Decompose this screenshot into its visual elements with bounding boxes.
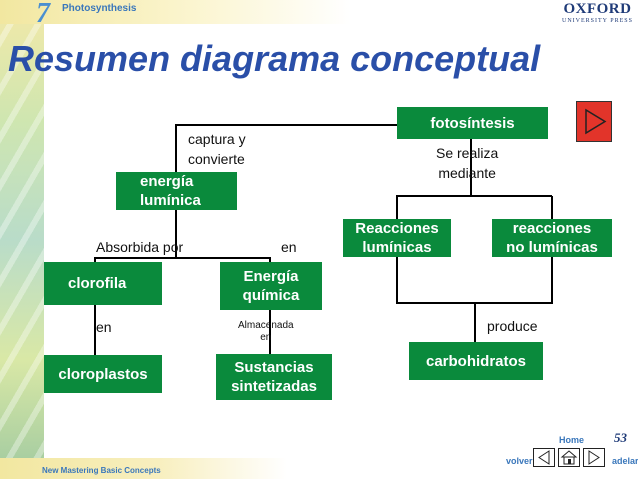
- node-carbohidratos-label: carbohidratos: [425, 352, 527, 370]
- link-se-realiza-line1: Se realiza: [436, 145, 499, 161]
- nav-back-button[interactable]: [533, 448, 555, 467]
- link-se-realiza-line2: mediante: [438, 165, 496, 181]
- node-cloroplastos-label: cloroplastos: [58, 365, 148, 383]
- node-reacciones-no-luminicas: reacciones no lumínicas: [492, 219, 612, 257]
- top-banner: [0, 0, 638, 24]
- link-en-cloroplastos: en: [96, 319, 112, 335]
- page-number: 53: [614, 430, 627, 445]
- node-reacciones-luminicas: Reacciones lumínicas: [343, 219, 451, 257]
- link-produce: produce: [487, 318, 538, 334]
- link-absorbida-por: Absorbida por: [96, 239, 184, 255]
- arrow-left-icon: [538, 450, 550, 465]
- node-sustancias-sintetizadas: Sustancias sintetizadas: [216, 354, 332, 400]
- node-energia-quimica-line2: química: [242, 287, 300, 304]
- line-energia-branches: [94, 210, 177, 262]
- link-captura-line2: convierte: [188, 151, 245, 167]
- node-fotosintesis-label: fotosíntesis: [430, 114, 515, 132]
- chapter-title: Photosynthesis: [62, 3, 137, 14]
- chapter-number: 7: [36, 0, 50, 29]
- node-energia-luminica-label: energía lumínica: [140, 172, 201, 210]
- node-clorofila-label: clorofila: [68, 275, 127, 292]
- node-reacciones-no-luminicas-label: reacciones no lumínicas: [506, 219, 598, 257]
- footer-title: New Mastering Basic Concepts: [42, 466, 161, 475]
- link-almacenada-line2: en: [260, 332, 272, 343]
- link-en-energia-quimica: en: [281, 239, 297, 255]
- line-fotosintesis-energia: [175, 124, 397, 172]
- nav-home-button[interactable]: [558, 448, 580, 467]
- publisher-name: OXFORD: [563, 1, 632, 17]
- play-button[interactable]: [576, 101, 612, 142]
- line-fotosintesis-reacciones: [396, 139, 472, 219]
- link-captura-line1: captura y: [188, 131, 246, 147]
- link-captura-y-convierte: captura y convierte: [188, 129, 246, 169]
- node-reacciones-luminicas-line1: Reacciones: [355, 220, 439, 237]
- decorative-side-strip: [0, 0, 44, 479]
- nav-back-label[interactable]: volver: [506, 456, 533, 466]
- nav-home-label[interactable]: Home: [559, 435, 585, 445]
- play-triangle-icon: [585, 108, 607, 135]
- node-reacciones-luminicas-label: Reacciones lumínicas: [355, 219, 438, 257]
- link-almacenada-en: Almacenada en: [238, 320, 294, 344]
- node-energia-quimica-label: Energía química: [243, 267, 300, 305]
- slide-title: Resumen diagrama conceptual: [8, 38, 541, 79]
- nav-forward-label[interactable]: adelar: [612, 456, 638, 466]
- node-reacciones-no-luminicas-line2: no lumínicas: [506, 239, 598, 256]
- link-se-realiza-mediante: Se realiza mediante: [436, 143, 498, 183]
- node-reacciones-luminicas-line2: lumínicas: [362, 239, 432, 256]
- node-carbohidratos: carbohidratos: [409, 342, 543, 380]
- node-cloroplastos: cloroplastos: [44, 355, 162, 393]
- publisher-logo: OXFORD UNIVERSITY PRESS: [562, 1, 633, 25]
- node-sustancias-sintetizadas-label: Sustancias sintetizadas: [231, 358, 317, 396]
- node-clorofila: clorofila: [44, 262, 162, 305]
- line-reacciones-merge: [396, 257, 553, 304]
- link-almacenada-line1: Almacenada: [238, 320, 294, 331]
- node-energia-luminica-line2: lumínica: [140, 192, 201, 209]
- node-fotosintesis: fotosíntesis: [397, 107, 548, 139]
- publisher-subtitle: UNIVERSITY PRESS: [562, 18, 633, 24]
- node-energia-quimica-line1: Energía: [243, 268, 299, 285]
- nav-forward-button[interactable]: [583, 448, 605, 467]
- node-sustancias-line1: Sustancias: [234, 359, 314, 376]
- arrow-right-icon: [588, 450, 600, 465]
- node-energia-quimica: Energía química: [220, 262, 322, 310]
- node-energia-luminica: energía lumínica: [116, 172, 237, 210]
- line-energia-quimica: [176, 257, 271, 262]
- node-sustancias-line2: sintetizadas: [231, 378, 317, 395]
- home-icon: [560, 450, 578, 465]
- node-energia-luminica-line1: energía: [140, 173, 194, 190]
- footer-strip: [0, 458, 638, 479]
- node-reacciones-no-luminicas-line1: reacciones: [512, 220, 592, 237]
